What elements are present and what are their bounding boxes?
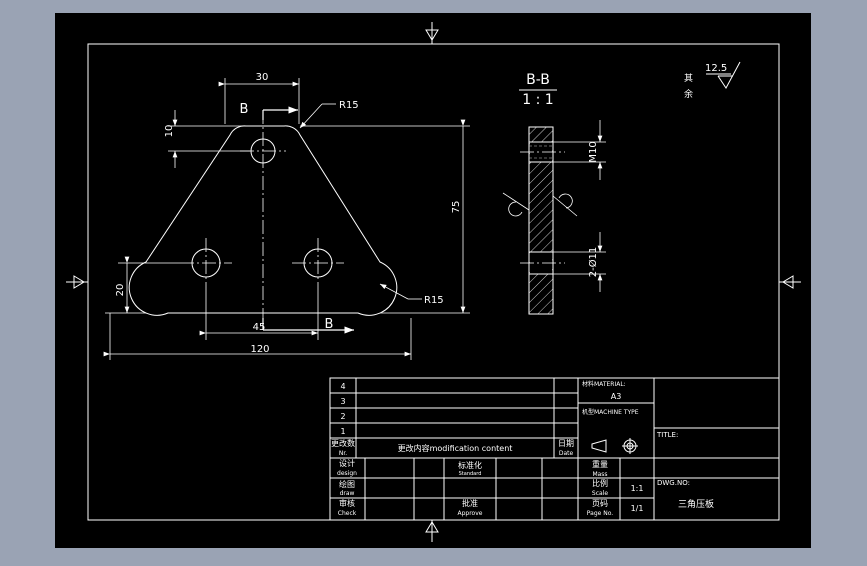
rev-row-1: 1 xyxy=(340,427,345,436)
design-en: design xyxy=(337,470,357,477)
check-en: Check xyxy=(338,510,357,517)
approve-en: Approve xyxy=(458,510,483,517)
material-label: 材料MATERIAL: xyxy=(582,380,626,388)
section-view xyxy=(502,89,606,315)
dim-10: 10 xyxy=(164,125,175,138)
roughness-value: 12.5 xyxy=(705,63,727,74)
scale-en: Scale xyxy=(592,490,608,497)
dim-30: 30 xyxy=(256,72,269,83)
rev-row-2: 2 xyxy=(340,412,345,421)
draw-label: 绘图 xyxy=(339,479,355,489)
section-scale: 1 : 1 xyxy=(522,92,553,108)
mass-label: 重量 xyxy=(592,459,608,469)
rev-row-4: 4 xyxy=(340,382,345,391)
dim-75: 75 xyxy=(451,201,462,214)
date-label: 日期 xyxy=(558,439,574,448)
check-label: 审核 xyxy=(339,498,355,508)
rev-row-3: 3 xyxy=(340,397,345,406)
machine-type-label: 机型MACHINE TYPE xyxy=(582,408,639,416)
page-en: Page No. xyxy=(587,510,613,517)
dim-20: 20 xyxy=(115,284,126,297)
projection-symbol-icon xyxy=(591,438,638,454)
scale-label: 比例 xyxy=(592,478,608,488)
dwg-no-label: DWG.NO: xyxy=(657,479,690,487)
dim-r15-bottom: R15 xyxy=(424,295,444,306)
approve-label: 批准 xyxy=(462,498,478,508)
date-en: Date xyxy=(559,450,574,457)
part-name: 三角压板 xyxy=(678,498,714,510)
section-title: B-B xyxy=(526,72,550,88)
section-mark-bottom: B xyxy=(325,317,334,332)
standard-label: 标准化 xyxy=(458,460,482,470)
dim-45: 45 xyxy=(253,322,266,333)
mass-en: Mass xyxy=(592,471,607,478)
design-label: 设计 xyxy=(339,458,355,468)
page-label: 页码 xyxy=(592,499,608,508)
rev-no-en: Nr. xyxy=(339,450,347,457)
section-cut-marks xyxy=(262,106,354,334)
roughness-label-1: 其 xyxy=(684,73,693,84)
section-mark-top: B xyxy=(240,102,249,117)
dim-120: 120 xyxy=(250,344,269,355)
center-lines xyxy=(180,110,344,325)
dim-m10: M10 xyxy=(588,141,599,162)
title-block xyxy=(329,377,780,521)
material-value: A3 xyxy=(611,392,622,401)
page-value: 1/1 xyxy=(631,504,644,513)
roughness-symbol xyxy=(706,61,741,89)
draw-en: draw xyxy=(340,490,355,497)
centering-marks xyxy=(66,22,801,542)
standard-en: Standard xyxy=(459,471,482,477)
dim-r15-top: R15 xyxy=(339,100,359,111)
dimension-lines xyxy=(103,78,470,360)
dim-holes: 2-Ø11 xyxy=(587,247,599,278)
drawing-sheet xyxy=(55,13,811,548)
roughness-label-2: 余 xyxy=(684,88,693,100)
rev-no-label: 更改数 xyxy=(331,438,355,448)
scale-value: 1:1 xyxy=(631,484,644,493)
rev-content-label: 更改内容modification content xyxy=(398,443,513,453)
title-label: TITLE: xyxy=(656,431,678,439)
